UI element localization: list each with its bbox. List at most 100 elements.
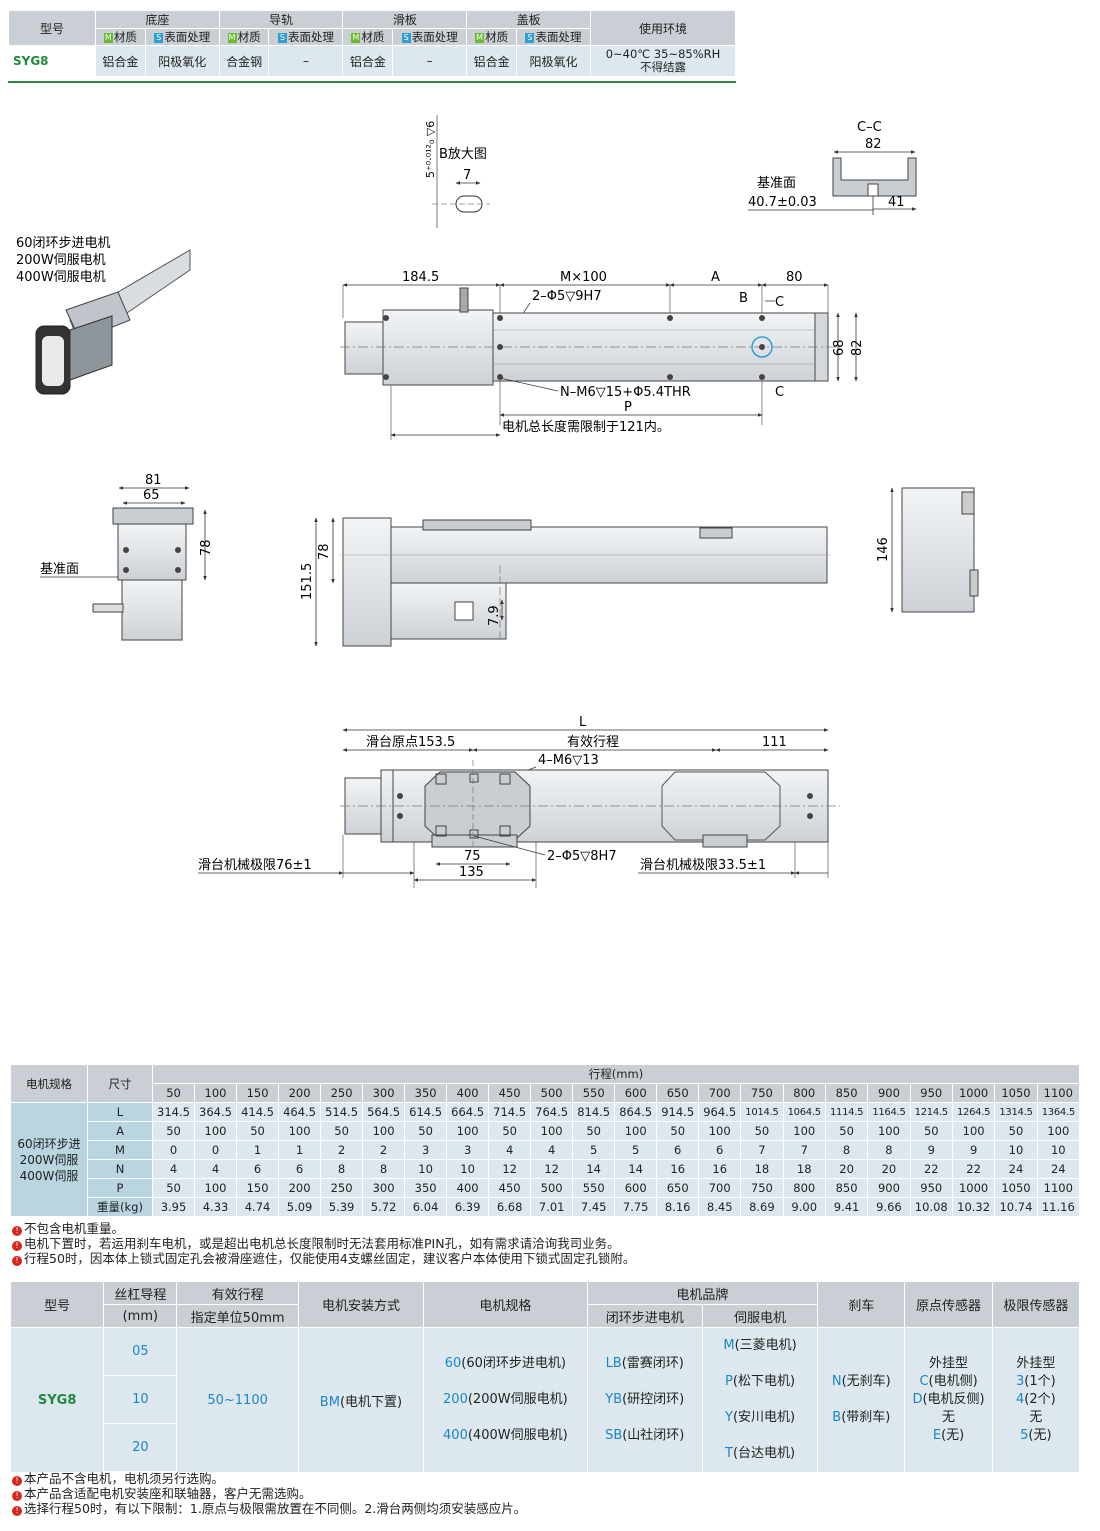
order-brake-n: N(无刹车) xyxy=(831,1374,891,1389)
order-brand-lb: LB(雷赛闭环) xyxy=(605,1356,684,1371)
stroke-h-size: 尺寸 xyxy=(87,1064,153,1103)
stroke-cell: 50 xyxy=(151,1178,196,1198)
stroke-cell: 7 xyxy=(782,1140,826,1160)
stroke-cell: 100 xyxy=(1036,1121,1081,1141)
top-c2: C xyxy=(775,385,784,400)
stroke-col-head: 800 xyxy=(782,1083,826,1103)
stroke-cell: 514.5 xyxy=(320,1102,364,1122)
top-c: C xyxy=(775,295,784,310)
stroke-col-head: 750 xyxy=(740,1083,784,1103)
bot-75: 75 xyxy=(464,849,481,864)
stroke-cell: 6.04 xyxy=(404,1197,448,1217)
stroke-col-head: 350 xyxy=(404,1083,448,1103)
motor-label-2: 200W伺服电机 xyxy=(16,253,106,268)
stroke-cell: 24 xyxy=(1036,1159,1081,1179)
bot-limit-left: 滑台机械极限76±1 xyxy=(198,858,312,873)
stroke-cell: 750 xyxy=(740,1178,784,1198)
stroke-col-head: 850 xyxy=(824,1083,869,1103)
stroke-cell: 3.95 xyxy=(151,1197,196,1217)
stroke-cell: 50 xyxy=(236,1121,280,1141)
stroke-cell: 1264.5 xyxy=(951,1102,996,1122)
stroke-cell: 1164.5 xyxy=(867,1102,911,1122)
note-item: !本产品含适配电机安装座和联轴器，客户无需选购。 xyxy=(12,1486,1092,1501)
order-h-brand-servo: 伺服电机 xyxy=(701,1304,819,1328)
top-pin: 2–Φ5▽9H7 xyxy=(532,289,602,304)
stroke-cell: 9.00 xyxy=(782,1197,826,1217)
bot-stroke: 有效行程 xyxy=(567,735,619,750)
stroke-col-head: 450 xyxy=(488,1083,532,1103)
stroke-cell: 20 xyxy=(867,1159,911,1179)
stroke-cell: 50 xyxy=(404,1121,448,1141)
stroke-cell: 50 xyxy=(320,1121,364,1141)
stroke-cell: 600 xyxy=(614,1178,658,1198)
stroke-col-head: 600 xyxy=(614,1083,658,1103)
stroke-cell: 1050 xyxy=(994,1178,1038,1198)
stroke-cell: 250 xyxy=(320,1178,364,1198)
spec-slider-surface: – xyxy=(392,45,468,77)
stroke-cell: 0 xyxy=(194,1140,238,1160)
top-dim-a: A xyxy=(711,270,720,285)
stroke-cell: 8.69 xyxy=(740,1197,784,1217)
stroke-cell: 200 xyxy=(278,1178,322,1198)
stroke-cell: 11.16 xyxy=(1036,1197,1081,1217)
stroke-cell: 14 xyxy=(572,1159,616,1179)
stroke-cell: 1214.5 xyxy=(909,1102,953,1122)
b-dim-tol: 5⁺⁰·⁰¹²₀ ▽6 xyxy=(424,121,437,178)
order-motors: 60(60闭环步进电机) 200(200W伺服电机) 400(400W伺服电机) xyxy=(423,1327,588,1473)
spec-rail-material: 合金钢 xyxy=(218,45,270,77)
stroke-cell: 4 xyxy=(194,1159,238,1179)
bot-origin: 滑台原点153.5 xyxy=(366,735,455,750)
stroke-cell: 100 xyxy=(951,1121,996,1141)
bot-111: 111 xyxy=(762,735,787,750)
order-h-limit: 极限传感器 xyxy=(991,1281,1081,1328)
order-stroke-range: 50~1100 xyxy=(176,1327,299,1473)
stroke-cell: 9.41 xyxy=(824,1197,869,1217)
stroke-cell: 500 xyxy=(530,1178,574,1198)
left-dim-78: 78 xyxy=(199,539,214,556)
order-motor-400: 400(400W伺服电机) xyxy=(443,1428,568,1443)
stroke-cell: 50 xyxy=(824,1121,869,1141)
stroke-cell: 2 xyxy=(320,1140,364,1160)
stroke-col-head: 1100 xyxy=(1036,1083,1081,1103)
side-view: 151.5 78 7.9 xyxy=(300,517,830,647)
order-h-mount: 电机安装方式 xyxy=(297,1281,425,1328)
stroke-cell: 100 xyxy=(614,1121,658,1141)
right-end-view: 146 xyxy=(876,487,979,613)
stroke-cell: 50 xyxy=(572,1121,616,1141)
stroke-col-head: 400 xyxy=(446,1083,490,1103)
stroke-cell: 10 xyxy=(404,1159,448,1179)
stroke-cell: 6 xyxy=(278,1159,322,1179)
stroke-cell: 1000 xyxy=(951,1178,996,1198)
stroke-cell: 650 xyxy=(656,1178,700,1198)
b-detail-title: B放大图 xyxy=(439,147,487,162)
spec-h-slider: 滑板 xyxy=(342,10,468,29)
stroke-cell: 914.5 xyxy=(656,1102,700,1122)
stroke-cell: 400 xyxy=(446,1178,490,1198)
stroke-col-head: 1000 xyxy=(951,1083,996,1103)
spec-h-env: 使用环境 xyxy=(590,10,736,46)
stroke-cell: 100 xyxy=(194,1178,238,1198)
stroke-cell: 50 xyxy=(151,1121,196,1141)
stroke-cell: 864.5 xyxy=(614,1102,658,1122)
stroke-cell: 700 xyxy=(698,1178,742,1198)
stroke-cell: 22 xyxy=(951,1159,996,1179)
order-brand-y: Y(安川电机) xyxy=(724,1410,796,1425)
stroke-col-head: 50 xyxy=(151,1083,196,1103)
stroke-cell: 464.5 xyxy=(278,1102,322,1122)
stroke-cell: 12 xyxy=(530,1159,574,1179)
stroke-cell: 7 xyxy=(740,1140,784,1160)
technical-drawing: B放大图 5⁺⁰·⁰¹²₀ ▽6 7 C–C 82 基准面 40.7±0.03 … xyxy=(16,115,979,888)
order-h-brand: 电机品牌 xyxy=(586,1281,819,1305)
cc-ref: 基准面 xyxy=(757,176,796,191)
spec-model: SYG8 xyxy=(8,45,96,77)
stroke-cell: 5 xyxy=(572,1140,616,1160)
stroke-cell: 1064.5 xyxy=(782,1102,826,1122)
stroke-cell: 10 xyxy=(446,1159,490,1179)
stroke-cell: 900 xyxy=(867,1178,911,1198)
